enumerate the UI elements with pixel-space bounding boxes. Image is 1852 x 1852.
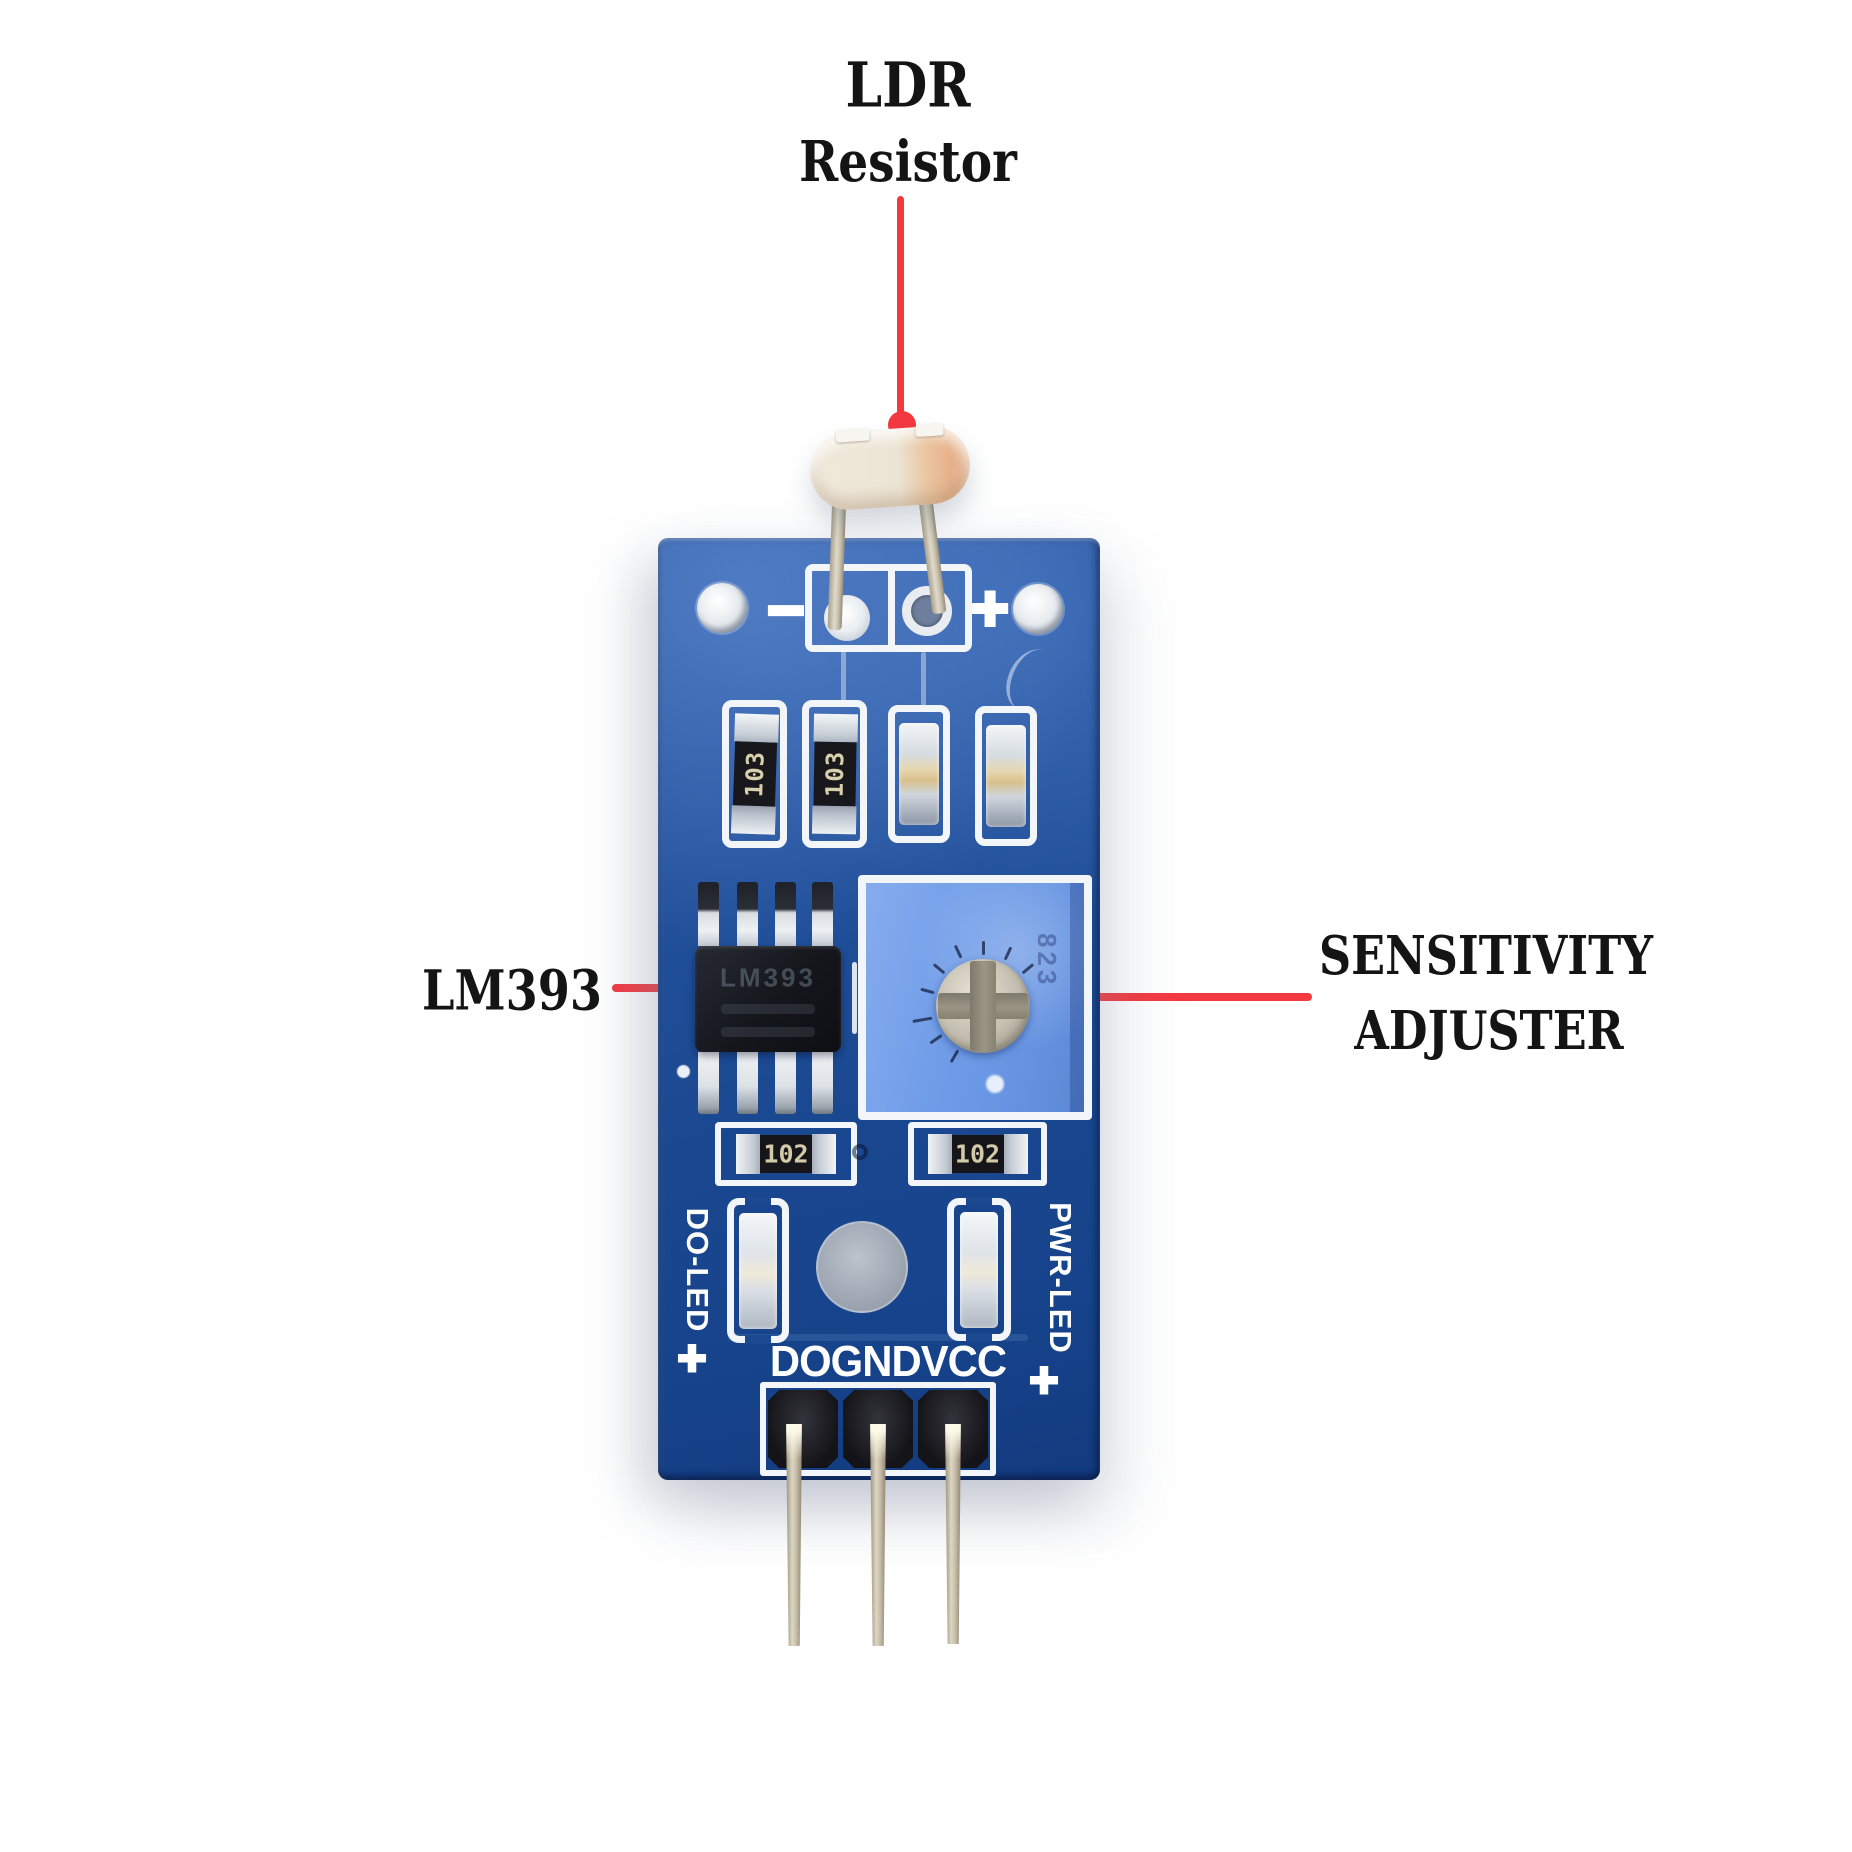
pwr-led-component — [960, 1211, 998, 1328]
ic-marking-faint-line — [721, 1004, 815, 1015]
smd-led-2 — [986, 725, 1026, 827]
sensitivity-label-line2: ADJUSTER — [1354, 1000, 1624, 1062]
smd-led-box-2 — [975, 706, 1037, 846]
ic-pin — [812, 882, 833, 946]
pwr-led-box — [947, 1197, 1011, 1342]
sensor-module-pcb: − + 103 103 — [658, 538, 1100, 1480]
resistor-103-marking-2: 103 — [820, 750, 849, 798]
resistor-103-box-1: 103 — [722, 700, 787, 848]
lm393-ic: LM393 — [695, 946, 841, 1052]
ic-pin — [775, 1052, 796, 1114]
ic-pin — [698, 882, 719, 946]
smd-resistor-103-2: 103 — [811, 713, 858, 835]
trace — [921, 652, 926, 707]
mounting-hole-left — [697, 583, 747, 633]
ic-pin — [737, 882, 758, 946]
do-led-box — [727, 1197, 789, 1344]
smd-resistor-103-1: 103 — [730, 713, 779, 835]
pin-labels-silkscreen: DOGNDVCC — [769, 1337, 1007, 1386]
ic-marking: LM393 — [720, 962, 816, 993]
via — [852, 1144, 868, 1160]
trace — [728, 1334, 1028, 1341]
resistor-102-marking-1: 102 — [763, 1139, 809, 1169]
smd-resistor-102-1: 102 — [736, 1134, 836, 1174]
header-pin-do — [786, 1424, 802, 1646]
smd-led-box-1 — [888, 705, 950, 843]
via — [677, 1065, 690, 1078]
minus-silkscreen: − — [765, 574, 806, 646]
pin-header-outline — [760, 1382, 996, 1476]
ic-pin — [737, 1052, 758, 1114]
smd-led-1 — [899, 723, 939, 825]
ldr-photoresistor — [807, 423, 973, 513]
terminal-divider — [888, 571, 895, 645]
ic-pin — [812, 1052, 833, 1114]
pwr-led-silkscreen: PWR-LED — [1043, 1202, 1078, 1354]
header-pin-vcc — [945, 1424, 961, 1644]
lm393-label: LM393 — [421, 957, 603, 1023]
ldr-label-line2: Resistor — [799, 129, 1017, 195]
pwr-led-plus-silkscreen: + — [1028, 1352, 1060, 1408]
ic-marking-faint-line — [721, 1026, 815, 1037]
sensitivity-pointer-line — [1083, 993, 1312, 1001]
ldr-pointer-line — [897, 196, 904, 418]
resistor-103-box-2: 103 — [802, 700, 867, 848]
trace — [841, 650, 846, 702]
plus-silkscreen: + — [969, 572, 1010, 644]
resistor-103-marking-1: 103 — [739, 750, 770, 798]
ldr-label-line1: LDR — [845, 48, 971, 122]
pot-marking: 823 — [1032, 933, 1062, 989]
do-led-plus-silkscreen: + — [676, 1330, 708, 1386]
ic-pin — [775, 882, 796, 946]
ic-silk-line — [852, 962, 857, 1034]
header-pin-gnd — [870, 1424, 886, 1646]
pot-edge-shadow — [1070, 883, 1084, 1112]
resistor-102-marking-2: 102 — [954, 1139, 1001, 1169]
resistor-102-box-2: 102 — [908, 1122, 1047, 1186]
sensitivity-label-line1: SENSITIVITY — [1319, 925, 1653, 987]
pot-adjust-screw — [936, 959, 1030, 1053]
do-led-component — [739, 1212, 777, 1329]
resistor-102-box-1: 102 — [715, 1122, 857, 1186]
do-led-silkscreen: DO-LED — [680, 1207, 715, 1333]
ldr-terminal-outline — [805, 564, 972, 652]
ic-pin — [698, 1052, 719, 1114]
sensitivity-potentiometer: 823 — [858, 875, 1092, 1120]
smd-resistor-102-2: 102 — [927, 1134, 1028, 1174]
mounting-hole-right — [1013, 584, 1063, 634]
pot-reflection — [986, 1075, 1004, 1093]
center-hole — [816, 1221, 908, 1313]
